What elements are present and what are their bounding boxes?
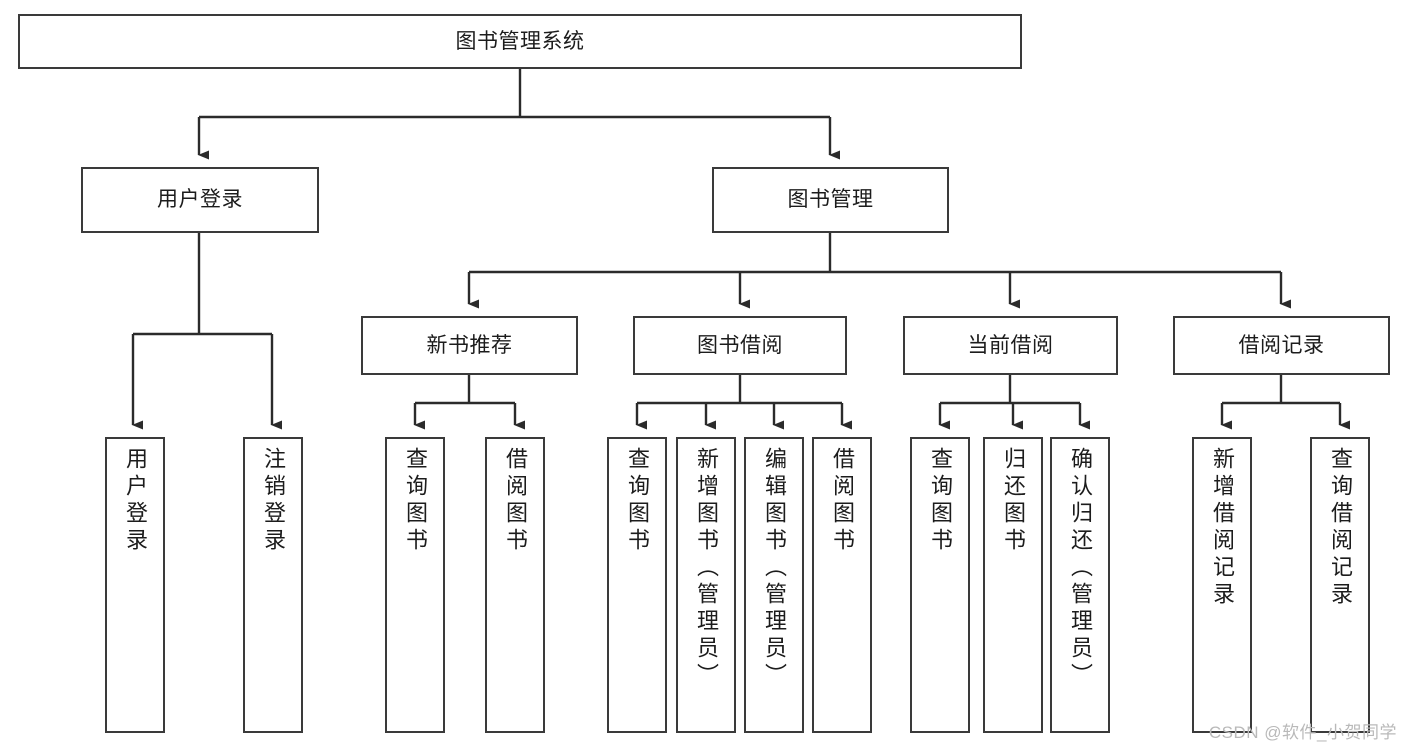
leaf-borrow-book-1[interactable]: 借阅图书 bbox=[485, 437, 545, 733]
node-root[interactable]: 图书管理系统 bbox=[18, 14, 1022, 69]
leaf-user-login[interactable]: 用户登录 bbox=[105, 437, 165, 733]
leaf-borrow-book-2[interactable]: 借阅图书 bbox=[812, 437, 872, 733]
node-label: 确认归还（管理员） bbox=[1068, 447, 1093, 690]
node-label: 借阅图书 bbox=[503, 447, 528, 555]
node-label: 用户登录 bbox=[157, 188, 243, 212]
node-label: 新书推荐 bbox=[426, 333, 513, 357]
node-label: 新增图书（管理员） bbox=[694, 447, 719, 690]
node-label: 当前借阅 bbox=[967, 333, 1054, 357]
node-label: 查询图书 bbox=[625, 447, 650, 555]
node-label: 用户登录 bbox=[123, 447, 148, 555]
node-label: 归还图书 bbox=[1001, 447, 1026, 555]
leaf-query-book-1[interactable]: 查询图书 bbox=[385, 437, 445, 733]
leaf-edit-book[interactable]: 编辑图书（管理员） bbox=[744, 437, 804, 733]
node-label: 查询借阅记录 bbox=[1328, 447, 1353, 609]
node-user-login[interactable]: 用户登录 bbox=[81, 167, 319, 233]
node-label: 查询图书 bbox=[928, 447, 953, 555]
node-current-borrow[interactable]: 当前借阅 bbox=[903, 316, 1118, 375]
leaf-query-book-3[interactable]: 查询图书 bbox=[910, 437, 970, 733]
node-label: 注销登录 bbox=[261, 447, 286, 555]
node-label: 查询图书 bbox=[403, 447, 428, 555]
node-label: 借阅图书 bbox=[830, 447, 855, 555]
node-label: 编辑图书（管理员） bbox=[762, 447, 787, 690]
node-label: 借阅记录 bbox=[1238, 333, 1325, 357]
leaf-query-record[interactable]: 查询借阅记录 bbox=[1310, 437, 1370, 733]
node-borrow-record[interactable]: 借阅记录 bbox=[1173, 316, 1390, 375]
leaf-add-book[interactable]: 新增图书（管理员） bbox=[676, 437, 736, 733]
leaf-user-logout[interactable]: 注销登录 bbox=[243, 437, 303, 733]
leaf-return-book[interactable]: 归还图书 bbox=[983, 437, 1043, 733]
csdn-watermark: CSDN @软件_小贺同学 bbox=[1208, 723, 1397, 742]
node-label: 图书管理 bbox=[787, 188, 874, 212]
node-label: 新增借阅记录 bbox=[1210, 447, 1235, 609]
node-label: 图书管理系统 bbox=[455, 29, 585, 53]
node-book-manage[interactable]: 图书管理 bbox=[712, 167, 949, 233]
node-book-borrow[interactable]: 图书借阅 bbox=[633, 316, 847, 375]
leaf-query-book-2[interactable]: 查询图书 bbox=[607, 437, 667, 733]
node-new-book-recommend[interactable]: 新书推荐 bbox=[361, 316, 578, 375]
node-label: 图书借阅 bbox=[697, 333, 783, 357]
leaf-confirm-return[interactable]: 确认归还（管理员） bbox=[1050, 437, 1110, 733]
leaf-add-record[interactable]: 新增借阅记录 bbox=[1192, 437, 1252, 733]
